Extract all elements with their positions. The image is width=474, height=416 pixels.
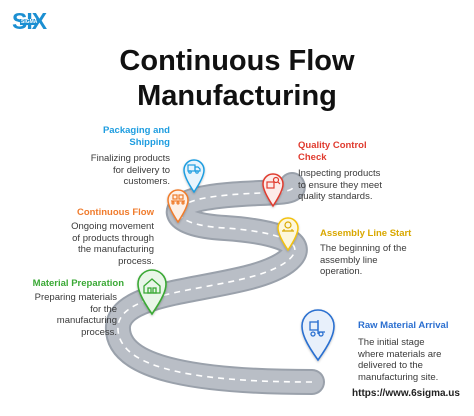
stage-assembly-line: Assembly Line Start [320, 228, 460, 240]
road-path [105, 172, 325, 395]
page-title: Continuous Flow Manufacturing [0, 44, 474, 114]
stage-title: Raw Material Arrival [358, 320, 449, 331]
marker-continuous-flow [167, 189, 189, 224]
forklift-icon [309, 320, 325, 337]
stage-title: Assembly Line Start [320, 228, 412, 239]
source-url[interactable]: https://www.6sigma.us [352, 388, 460, 399]
marker-material-preparation [137, 269, 167, 316]
stage-material-preparation: Material Preparation [14, 278, 124, 290]
conveyor-icon [171, 194, 185, 205]
title-line-2: Manufacturing [137, 80, 337, 112]
truck-icon [187, 164, 201, 174]
stage-title: Material Preparation [32, 278, 124, 289]
marker-assembly-line [277, 217, 299, 252]
marker-quality-control [262, 173, 284, 208]
marker-raw-material-arrival [301, 309, 335, 362]
stage-continuous-flow: Continuous Flow [40, 207, 154, 219]
inspection-icon [266, 176, 281, 189]
stage-title: Continuous Flow [76, 207, 154, 218]
logo-tag: SIGMA [20, 19, 39, 25]
six-sigma-logo: SIX SIGMA [12, 8, 54, 34]
assembly-icon [282, 221, 294, 232]
stage-raw-material-arrival: Raw Material Arrival [358, 320, 470, 332]
marker-packaging-shipping [183, 159, 205, 194]
title-line-1: Continuous Flow [119, 45, 355, 77]
warehouse-icon [143, 278, 161, 294]
